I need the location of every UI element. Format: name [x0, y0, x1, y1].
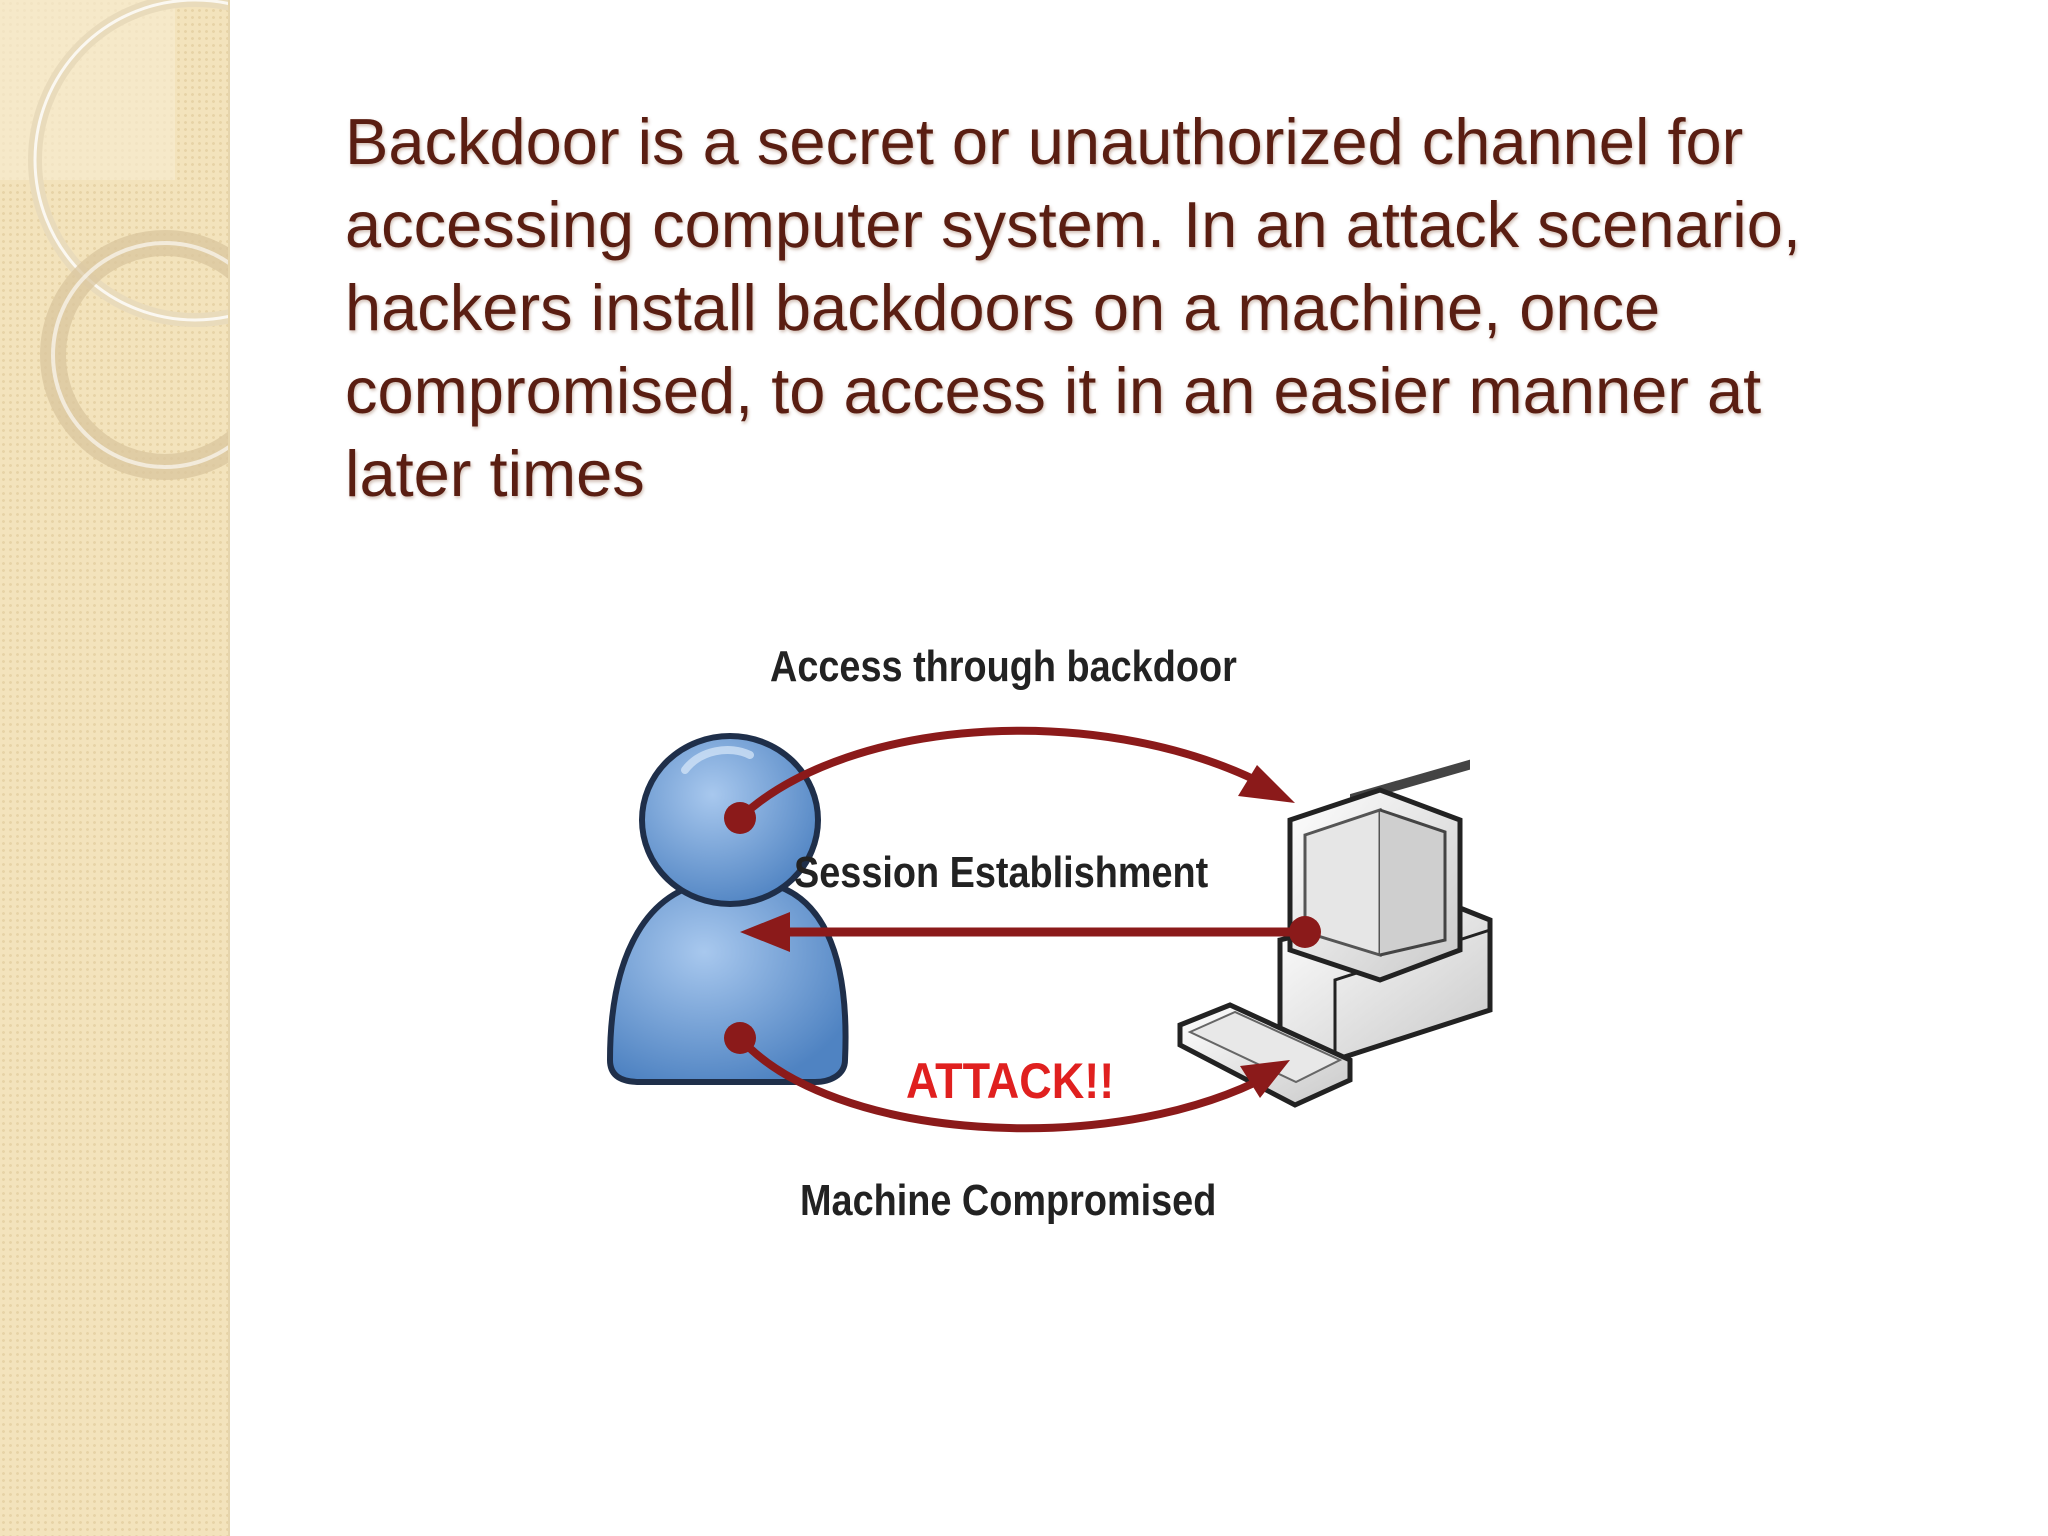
slide-body-text: Backdoor is a secret or unauthorized cha…: [345, 105, 1801, 510]
access-arrow: [724, 726, 1295, 834]
label-machine-compromised: Machine Compromised: [800, 1176, 1217, 1225]
decorative-circles: [0, 0, 228, 480]
label-session-establishment: Session Establishment: [794, 848, 1209, 897]
decorative-side-band: [0, 0, 230, 1536]
label-access-through-backdoor: Access through backdoor: [770, 642, 1237, 691]
session-arrow: [740, 912, 1321, 952]
backdoor-diagram: Access through backdoor Session Establis…: [590, 620, 1530, 1250]
diagram-graphics: [606, 726, 1493, 1133]
attack-arrow: [724, 1022, 1290, 1133]
label-attack: ATTACK!!: [906, 1053, 1115, 1109]
computer-icon: [1177, 759, 1493, 1108]
